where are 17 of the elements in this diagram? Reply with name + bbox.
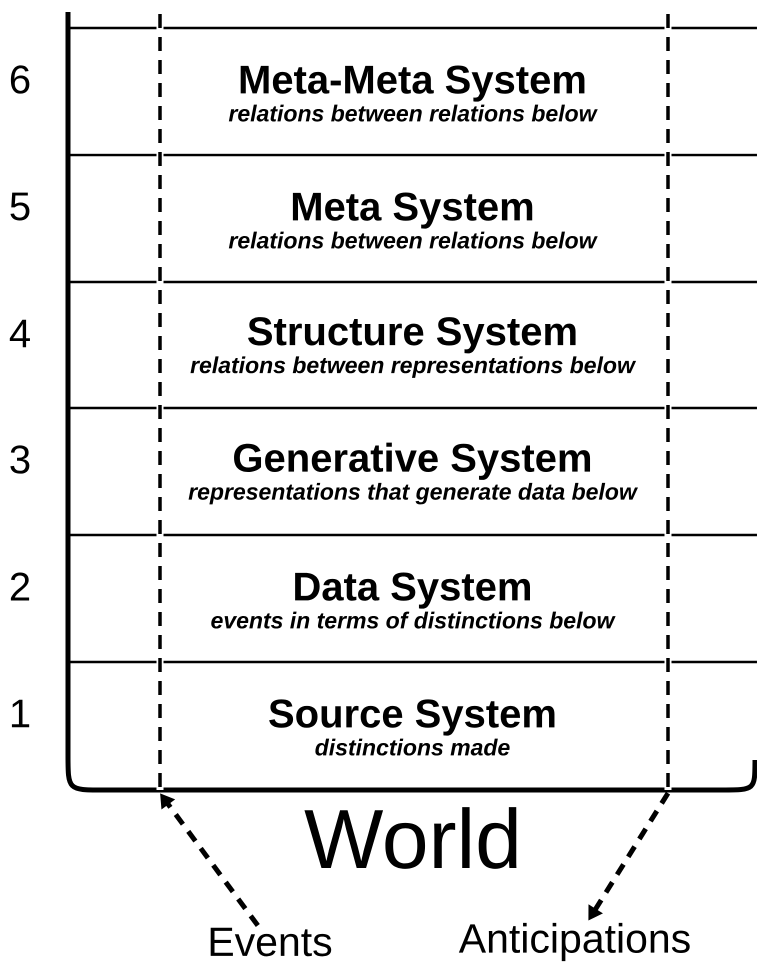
level-number: 5 (10, 192, 30, 220)
caption-text: Anticipations (458, 922, 690, 962)
dashed-line (156, 14, 164, 793)
level-number: 3 (10, 445, 30, 474)
level-band: Structure System relations between representations below (70, 280, 757, 378)
level-band: Meta-Meta System relations between relations below (70, 26, 757, 122)
dashed-line (664, 14, 672, 793)
level-number: 1 (12, 700, 30, 728)
level-number: 2 (10, 572, 30, 600)
level-number: 4 (10, 320, 30, 348)
level-band: Generative System representations that generate data below (70, 406, 757, 504)
world-label: World (304, 807, 516, 869)
level-number: 6 (10, 65, 30, 94)
level-band: Data System events in terms of distinctions below (70, 534, 757, 629)
caption-text: Events (210, 928, 332, 956)
level-band: Source System distinctions made (70, 660, 757, 756)
level-band: Meta System relations between relations below (70, 154, 757, 249)
